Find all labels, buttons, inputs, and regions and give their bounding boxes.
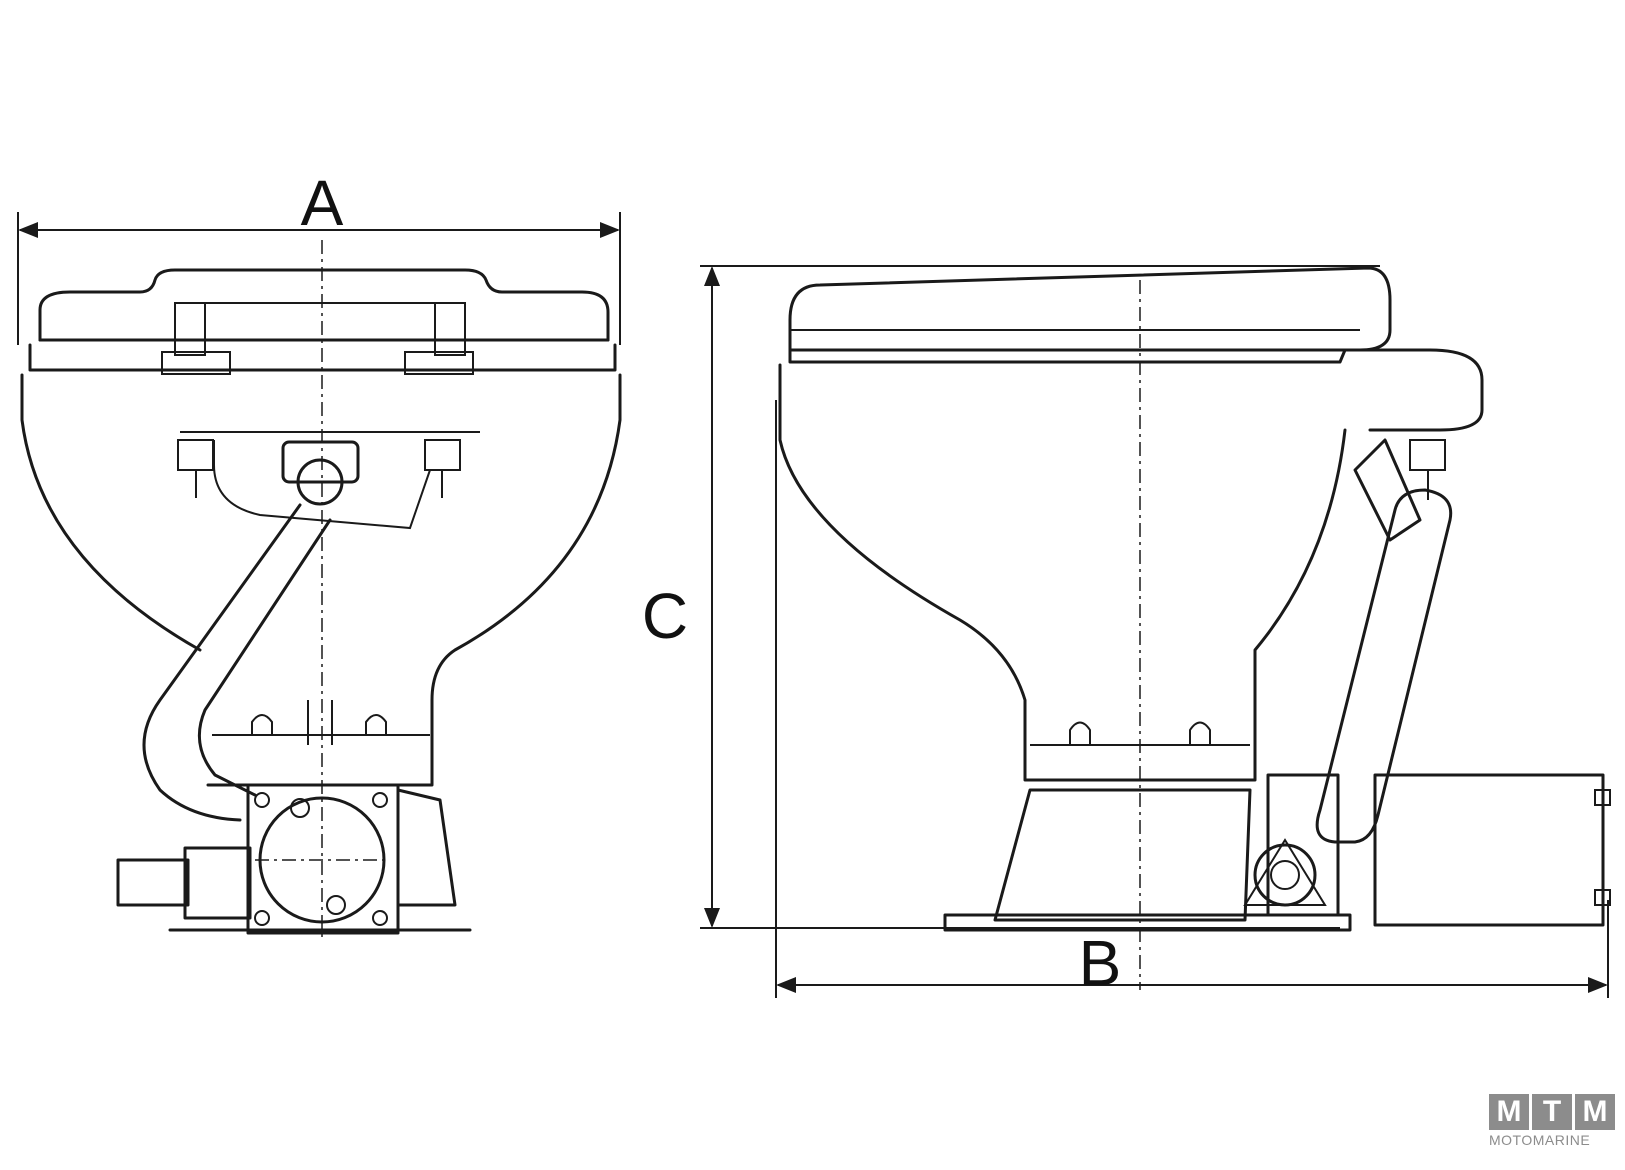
logo-name: MOTOMARINE — [1489, 1132, 1591, 1148]
dimension-c-label: C — [642, 580, 688, 652]
bolt-icon — [251, 714, 273, 735]
front-water-hose — [142, 503, 332, 822]
bolt-icon — [1189, 721, 1211, 745]
side-view: C B — [642, 265, 1611, 999]
dimension-a-line — [17, 212, 621, 345]
inlet-fitting — [281, 440, 360, 506]
front-pump — [116, 783, 472, 935]
bolt-icon — [365, 714, 387, 735]
logo-letter: M — [1489, 1094, 1529, 1130]
dimension-b-label: B — [1079, 927, 1122, 999]
side-bowl — [778, 348, 1484, 782]
side-pump — [1243, 773, 1611, 927]
bolt-icon — [1069, 721, 1091, 745]
dimension-c-line — [700, 265, 1380, 929]
dimension-b-line — [775, 400, 1609, 998]
side-pedestal — [943, 788, 1352, 932]
logo-letter: T — [1532, 1094, 1572, 1130]
bolt-icon — [424, 439, 461, 498]
bolt-icon — [177, 439, 214, 498]
side-seat-lid — [788, 266, 1392, 364]
dimension-a-label: A — [301, 167, 344, 239]
front-seat-lid — [28, 268, 617, 375]
front-view: A — [17, 167, 622, 940]
motomarine-logo: M T M MOTOMARINE — [1489, 1094, 1617, 1152]
logo-letter: M — [1575, 1094, 1615, 1130]
side-water-hose — [1315, 438, 1453, 844]
front-bowl — [20, 373, 622, 787]
